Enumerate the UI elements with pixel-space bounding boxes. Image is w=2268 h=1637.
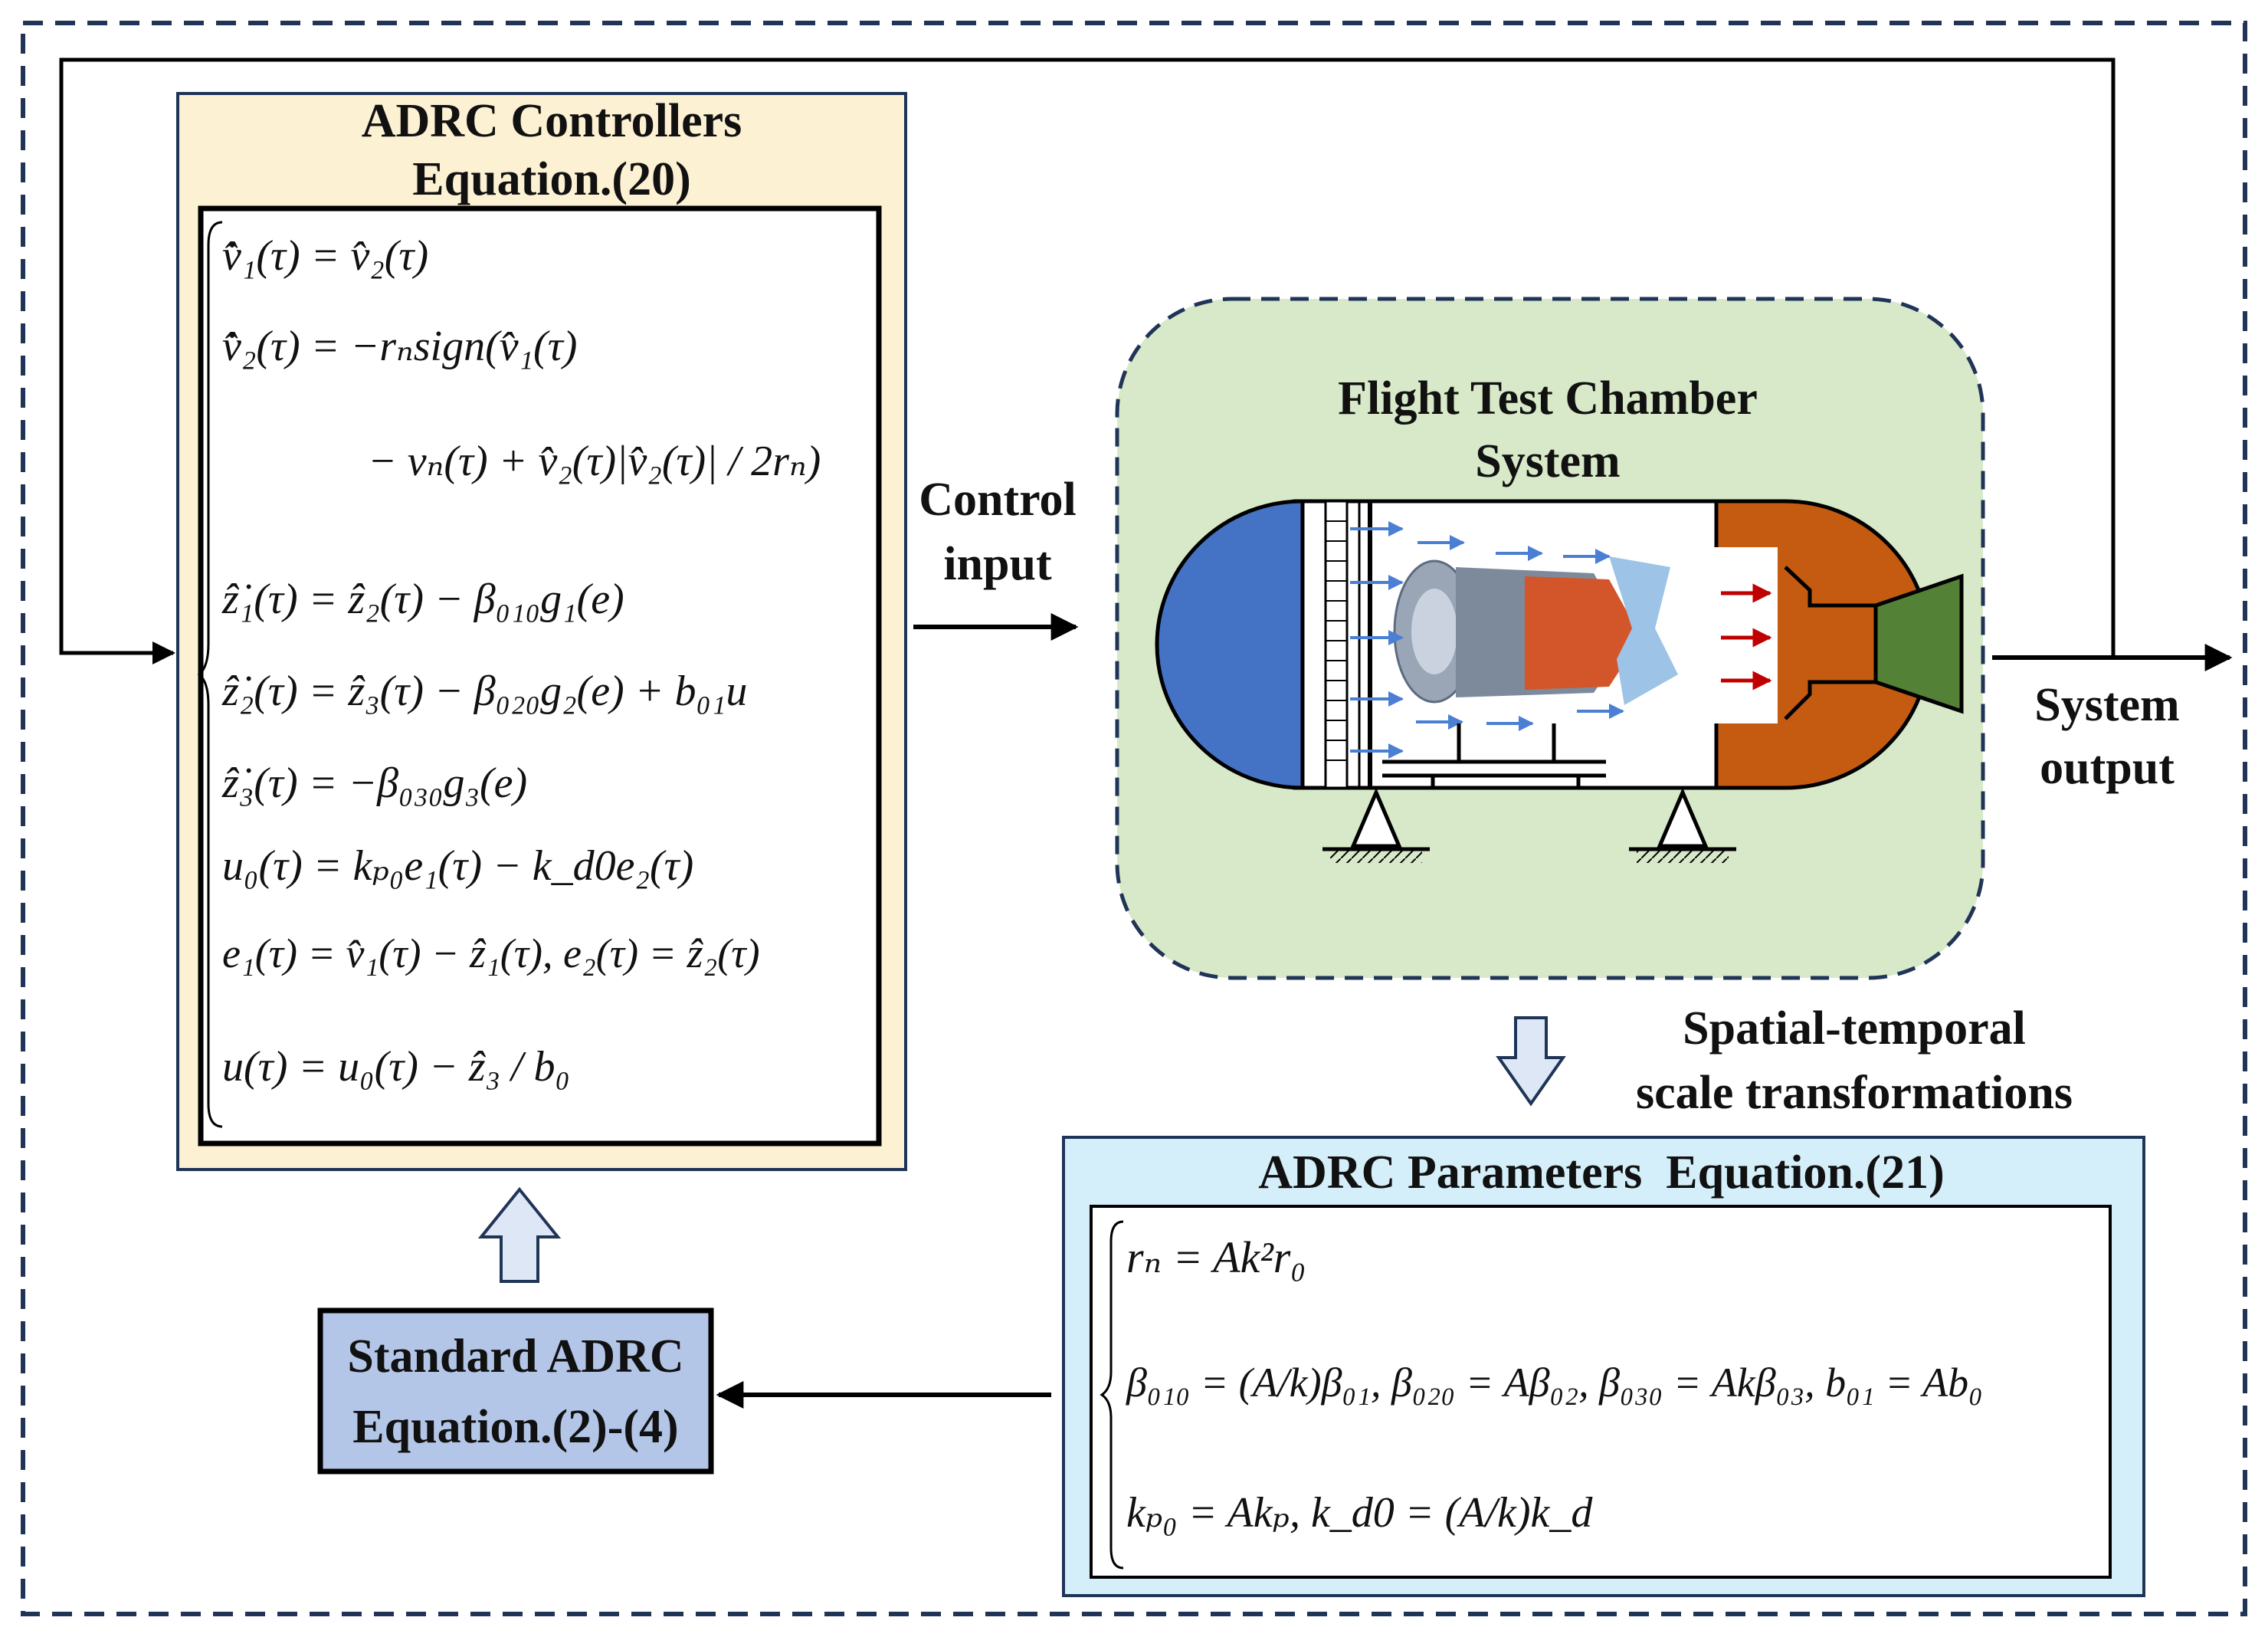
controllers-eq-1: v̂̇₁(τ) = v̂₂(τ) xyxy=(222,232,428,280)
parameters-equation-panel xyxy=(1090,1205,2112,1579)
controllers-eq-7: u₀(τ) = kₚ₀e₁(τ) − k_d0e₂(τ) xyxy=(222,842,693,890)
support-left xyxy=(1322,787,1430,863)
jet-engine-image xyxy=(1388,540,1778,723)
chamber-system-box: Flight Test Chamber System xyxy=(1115,297,1985,980)
standard-title-line2: Equation.(2)-(4) xyxy=(352,1401,678,1453)
support-right xyxy=(1629,787,1736,863)
controllers-title-line2: Equation.(20) xyxy=(412,153,690,205)
feedback-loop-line xyxy=(59,57,2116,664)
inlet-dome xyxy=(1155,499,1305,790)
controllers-eq-3: − vₙ(τ) + v̂₂(τ)|v̂₂(τ)| / 2rₙ) xyxy=(368,438,821,485)
parameters-eq-2: β₀₁₀ = (A/k)β₀₁, β₀₂₀ = Aβ₀₂, β₀₃₀ = Akβ… xyxy=(1126,1360,1983,1406)
chamber-title-line1: Flight Test Chamber xyxy=(1338,372,1758,425)
chamber-title-line2: System xyxy=(1475,435,1620,487)
transform-label-line2: scale transformations xyxy=(1636,1067,2073,1119)
controllers-eq-5: ẑ̇₂(τ) = ẑ₃(τ) − β₀₂₀g₂(e) + b₀₁u xyxy=(221,668,747,715)
controllers-eq-6: ẑ̇₃(τ) = −β₀₃₀g₃(e) xyxy=(221,759,527,807)
standard-up-arrow xyxy=(477,1186,562,1283)
outer-dashed-frame xyxy=(21,21,2247,1616)
system-output-label-line2: output xyxy=(2040,742,2175,794)
exhaust-nozzle xyxy=(1873,573,1964,714)
controllers-eq-2: v̂̇₂(τ) = −rₙsign(v̂₁(τ) xyxy=(222,323,577,370)
parameters-eq-3: kₚ₀ = Akₚ, k_d0 = (A/k)k_d xyxy=(1126,1489,1593,1537)
parameters-title: ADRC Parameters Equation.(21) xyxy=(1258,1147,1944,1199)
engine-mount xyxy=(1382,723,1606,788)
test-chamber-illustration xyxy=(1155,499,1964,863)
controllers-title-line1: ADRC Controllers xyxy=(362,95,742,147)
transform-label-line1: Spatial-temporal xyxy=(1683,1002,2026,1055)
controllers-box: ADRC Controllers Equation.(20) v̂̇₁(τ) =… xyxy=(176,92,907,1171)
parameters-box: ADRC Parameters Equation.(21) rₙ = Ak²r₀… xyxy=(1062,1136,2145,1597)
exhaust-collector-lines xyxy=(1784,566,1876,720)
controllers-equation-panel xyxy=(198,205,882,1147)
standard-adrc-box: Standard ADRC Equation.(2)-(4) xyxy=(317,1307,714,1475)
controllers-eq-9: u(τ) = u₀(τ) − ẑ₃ / b₀ xyxy=(222,1043,570,1091)
system-output-label-line1: System xyxy=(2034,679,2179,731)
control-input-label-line1: Control xyxy=(919,474,1077,526)
controllers-eq-8: e₁(τ) = v̂₁(τ) − ẑ₁(τ), e₂(τ) = ẑ₂(τ) xyxy=(222,930,760,976)
controllers-eq-4: ẑ̇₁(τ) = ẑ₂(τ) − β₀₁₀g₁(e) xyxy=(221,576,624,623)
parameters-brace xyxy=(1100,1220,1124,1570)
parameters-eq-1: rₙ = Ak²r₀ xyxy=(1126,1232,1306,1282)
transform-down-arrow xyxy=(1496,1016,1566,1107)
honeycomb-screen xyxy=(1324,500,1349,789)
standard-title-line1: Standard ADRC xyxy=(347,1330,683,1383)
control-input-label-line2: input xyxy=(943,538,1052,590)
controllers-brace xyxy=(197,221,223,1128)
